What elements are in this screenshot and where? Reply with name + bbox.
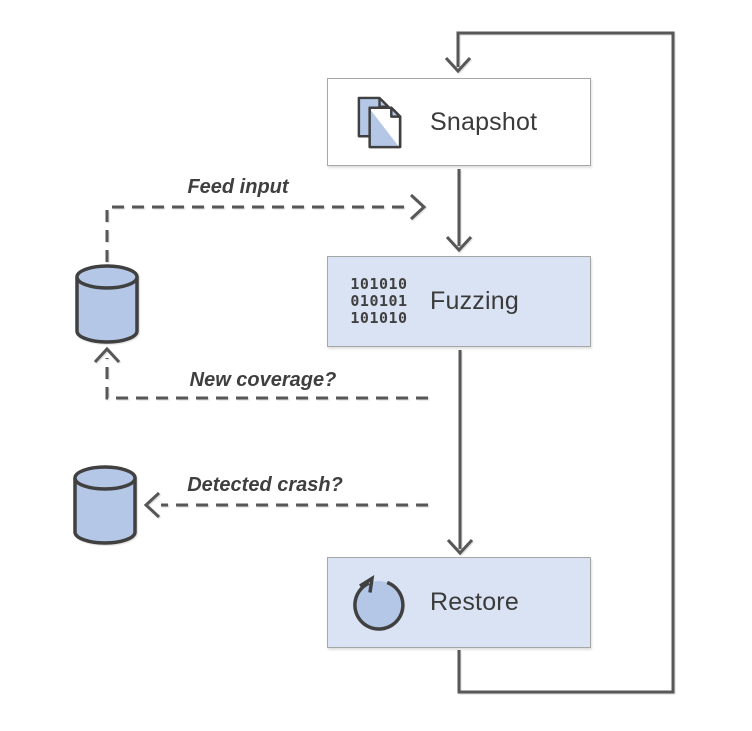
binary-line: 101010 (350, 275, 408, 293)
snapshot-node: Snapshot (327, 78, 591, 166)
snapshot-to-fuzzing-arrowhead (445, 235, 473, 253)
copy-pages-icon (348, 95, 410, 150)
loop-arrowhead (444, 56, 472, 74)
restore-label: Restore (430, 588, 519, 616)
binary-code-icon: 101010 010101 101010 (348, 276, 410, 327)
feed-input-arrowhead (409, 193, 427, 221)
new-coverage-label: New coverage? (189, 369, 337, 391)
binary-line: 101010 (350, 309, 408, 327)
snapshot-label: Snapshot (430, 107, 538, 136)
feed-input-label: Feed input (187, 176, 289, 198)
database-icon-lower (73, 465, 137, 545)
fuzzing-to-restore-arrowhead (446, 538, 474, 556)
new-coverage-arrow (105, 358, 428, 400)
restore-node: Restore (327, 557, 591, 648)
new-coverage-arrowhead (93, 346, 121, 364)
restore-arrow-icon (348, 573, 410, 633)
database-icon-upper (75, 264, 139, 344)
fuzzing-node: 101010 010101 101010 Fuzzing (327, 256, 591, 347)
fuzzing-label: Fuzzing (430, 287, 519, 315)
detected-crash-arrowhead (143, 491, 161, 519)
feed-input-arrow (105, 205, 412, 262)
binary-line: 010101 (350, 292, 408, 310)
detected-crash-label: Detected crash? (187, 474, 343, 496)
restore-to-snapshot-loop-arrow (456, 31, 675, 694)
